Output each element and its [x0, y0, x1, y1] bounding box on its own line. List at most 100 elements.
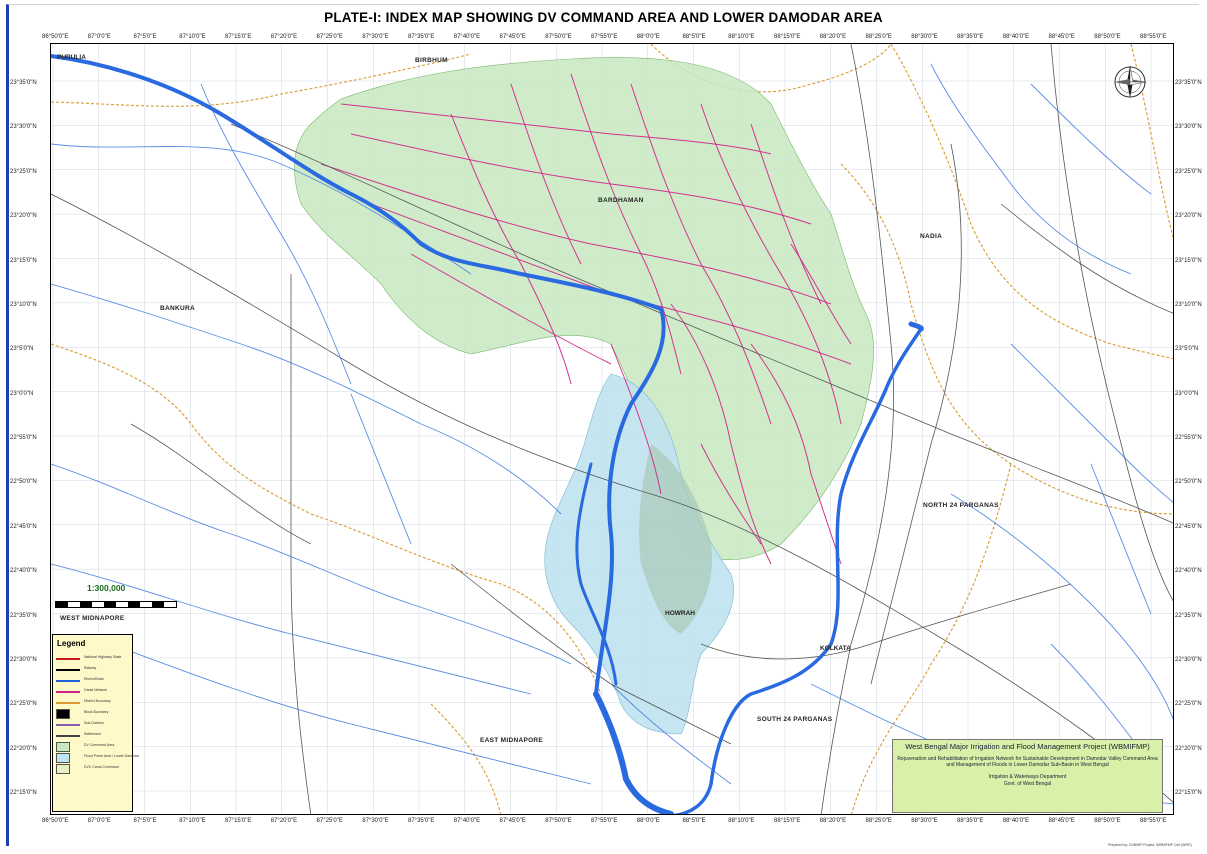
dvc-canal-command: [639, 444, 712, 634]
longitude-tick-label: 88°10'0"E: [728, 34, 755, 40]
longitude-tick-label: 87°50'0"E: [545, 34, 572, 40]
page-frame: [6, 4, 1199, 846]
damodar-lower: [593, 691, 674, 814]
legend-item: DVC Canal Command: [56, 764, 132, 775]
longitude-tick-label: 88°15'0"E: [774, 818, 801, 824]
latitude-tick-label: 22°30'0"N: [10, 656, 37, 663]
label-west-midnapore: WEST MIDNAPORE: [60, 615, 125, 622]
longitude-tick-label: 86°50'0"E: [42, 34, 69, 40]
legend-item: Canal Network: [56, 687, 132, 698]
latitude-tick-label: 22°55'0"N: [1175, 435, 1202, 441]
longitude-tick-label: 88°40'0"E: [1002, 818, 1030, 824]
longitude-tick-label: 87°15'0"E: [225, 818, 252, 824]
latitude-tick-label: 23°20'0"N: [1175, 213, 1202, 220]
longitude-tick-label: 87°35'0"E: [408, 34, 435, 40]
longitude-tick-label: 88°35'0"E: [957, 818, 984, 824]
longitude-tick-label: 88°0'0"E: [636, 818, 660, 824]
legend-symbol: [56, 764, 70, 774]
label-north-24-parganas: NORTH 24 PARGANAS: [923, 502, 999, 509]
longitude-tick-label: 87°55'0"E: [591, 34, 618, 40]
latitude-tick-label: 23°5'0"N: [10, 346, 34, 353]
hooghly-river: [672, 327, 923, 814]
legend-label: DVC Canal Command: [84, 765, 119, 769]
longitude-tick-label: 87°0'0"E: [87, 818, 111, 824]
legend-symbol: [56, 742, 70, 752]
latitude-tick-label: 22°15'0"N: [10, 790, 37, 796]
district-boundaries: [51, 44, 1173, 814]
longitude-tick-label: 87°30'0"E: [362, 34, 389, 40]
legend-label: Railway: [84, 666, 97, 670]
latitude-tick-label: 23°25'0"N: [1175, 168, 1202, 175]
latitude-tick-label: 22°45'0"N: [1175, 523, 1202, 530]
latitude-tick-label: 22°30'0"N: [1175, 656, 1202, 663]
longitude-tick-label: 88°5'0"E: [682, 818, 706, 824]
legend-symbol: [56, 680, 80, 682]
longitude-tick-label: 88°35'0"E: [957, 34, 984, 40]
latitude-tick-label: 22°25'0"N: [10, 701, 37, 708]
label-birbhum: BIRBHUM: [415, 57, 448, 64]
legend-label: Block Boundary: [84, 710, 109, 714]
map-svg: [51, 44, 1173, 814]
longitude-tick-label: 88°15'0"E: [774, 34, 801, 40]
department-name: Irrigation & Waterways Department: [988, 774, 1067, 780]
rupnarayan-river: [575, 462, 618, 686]
legend-item: Rivers/Khals: [56, 676, 132, 687]
longitude-tick-label: 87°5'0"E: [133, 818, 157, 824]
longitude-tick-label: 88°30'0"E: [911, 34, 938, 40]
legend-label: Settlement: [84, 732, 101, 736]
legend-item: District Boundary: [56, 698, 132, 709]
longitude-tick-label: 87°15'0"E: [225, 34, 252, 40]
longitude-tick-label: 87°55'0"E: [591, 818, 618, 824]
scale-text: 1:300,000: [87, 583, 126, 593]
latitude-tick-label: 23°20'0"N: [10, 213, 37, 220]
legend-symbol: [56, 691, 80, 693]
longitude-tick-label: 88°20'0"E: [819, 818, 847, 824]
longitude-tick-label: 87°0'0"E: [87, 34, 111, 40]
longitude-tick-label: 86°50'0"E: [42, 818, 69, 824]
latitude-tick-label: 22°20'0"N: [1175, 745, 1202, 752]
project-title: West Bengal Major Irrigation and Flood M…: [905, 742, 1150, 751]
longitude-tick-label: 87°20'0"E: [270, 34, 298, 40]
legend-symbol: [56, 669, 80, 671]
latitude-tick-label: 23°5'0"N: [1175, 346, 1199, 353]
label-south-24-parganas: SOUTH 24 PARGANAS: [757, 716, 833, 723]
map-title: PLATE-I: INDEX MAP SHOWING DV COMMAND AR…: [324, 10, 883, 25]
longitude-tick-label: 87°10'0"E: [179, 818, 206, 824]
longitude-tick-label: 88°55'0"E: [1140, 34, 1167, 40]
latitude-tick-label: 22°25'0"N: [1175, 701, 1202, 708]
legend-symbol: [56, 724, 80, 726]
legend-symbol: [56, 709, 70, 719]
legend-item: DV Command Area: [56, 742, 132, 753]
latitude-tick-label: 23°30'0"N: [1175, 124, 1202, 131]
longitude-tick-label: 88°40'0"E: [1002, 34, 1030, 40]
latitude-tick-label: 23°35'0"N: [10, 80, 37, 86]
longitude-tick-label: 88°0'0"E: [636, 34, 660, 40]
longitude-tick-label: 88°50'0"E: [1094, 34, 1121, 40]
latitude-tick-label: 22°40'0"N: [1175, 568, 1202, 575]
legend-label: DV Command Area: [84, 743, 115, 747]
longitude-tick-label: 87°25'0"E: [316, 818, 343, 824]
longitude-tick-label: 87°25'0"E: [316, 34, 343, 40]
longitude-tick-label: 88°25'0"E: [865, 818, 892, 824]
label-east-midnapore: EAST MIDNAPORE: [480, 737, 544, 744]
label-kolkata: KOLKATA: [820, 645, 851, 652]
latitude-tick-label: 22°45'0"N: [10, 523, 37, 530]
latitude-tick-label: 23°30'0"N: [10, 124, 37, 131]
legend-item: Sub-Division: [56, 720, 132, 731]
latitude-tick-label: 22°40'0"N: [10, 568, 37, 575]
project-info-box: West Bengal Major Irrigation and Flood M…: [892, 739, 1163, 813]
legend-label: Sub-Division: [84, 721, 104, 725]
map-canvas[interactable]: [50, 43, 1174, 815]
longitude-tick-label: 87°35'0"E: [408, 818, 435, 824]
longitude-tick-label: 88°25'0"E: [865, 34, 892, 40]
legend-item: Settlement: [56, 731, 132, 742]
latitude-tick-label: 22°35'0"N: [10, 612, 37, 619]
label-purulia: PURULIA: [57, 54, 86, 61]
longitude-tick-label: 87°30'0"E: [362, 818, 389, 824]
legend-symbol: [56, 753, 70, 763]
latitude-tick-label: 22°50'0"N: [1175, 479, 1202, 486]
legend-symbol: [56, 658, 80, 660]
latitude-tick-label: 23°35'0"N: [1175, 80, 1202, 86]
longitude-tick-label: 88°20'0"E: [819, 34, 847, 40]
